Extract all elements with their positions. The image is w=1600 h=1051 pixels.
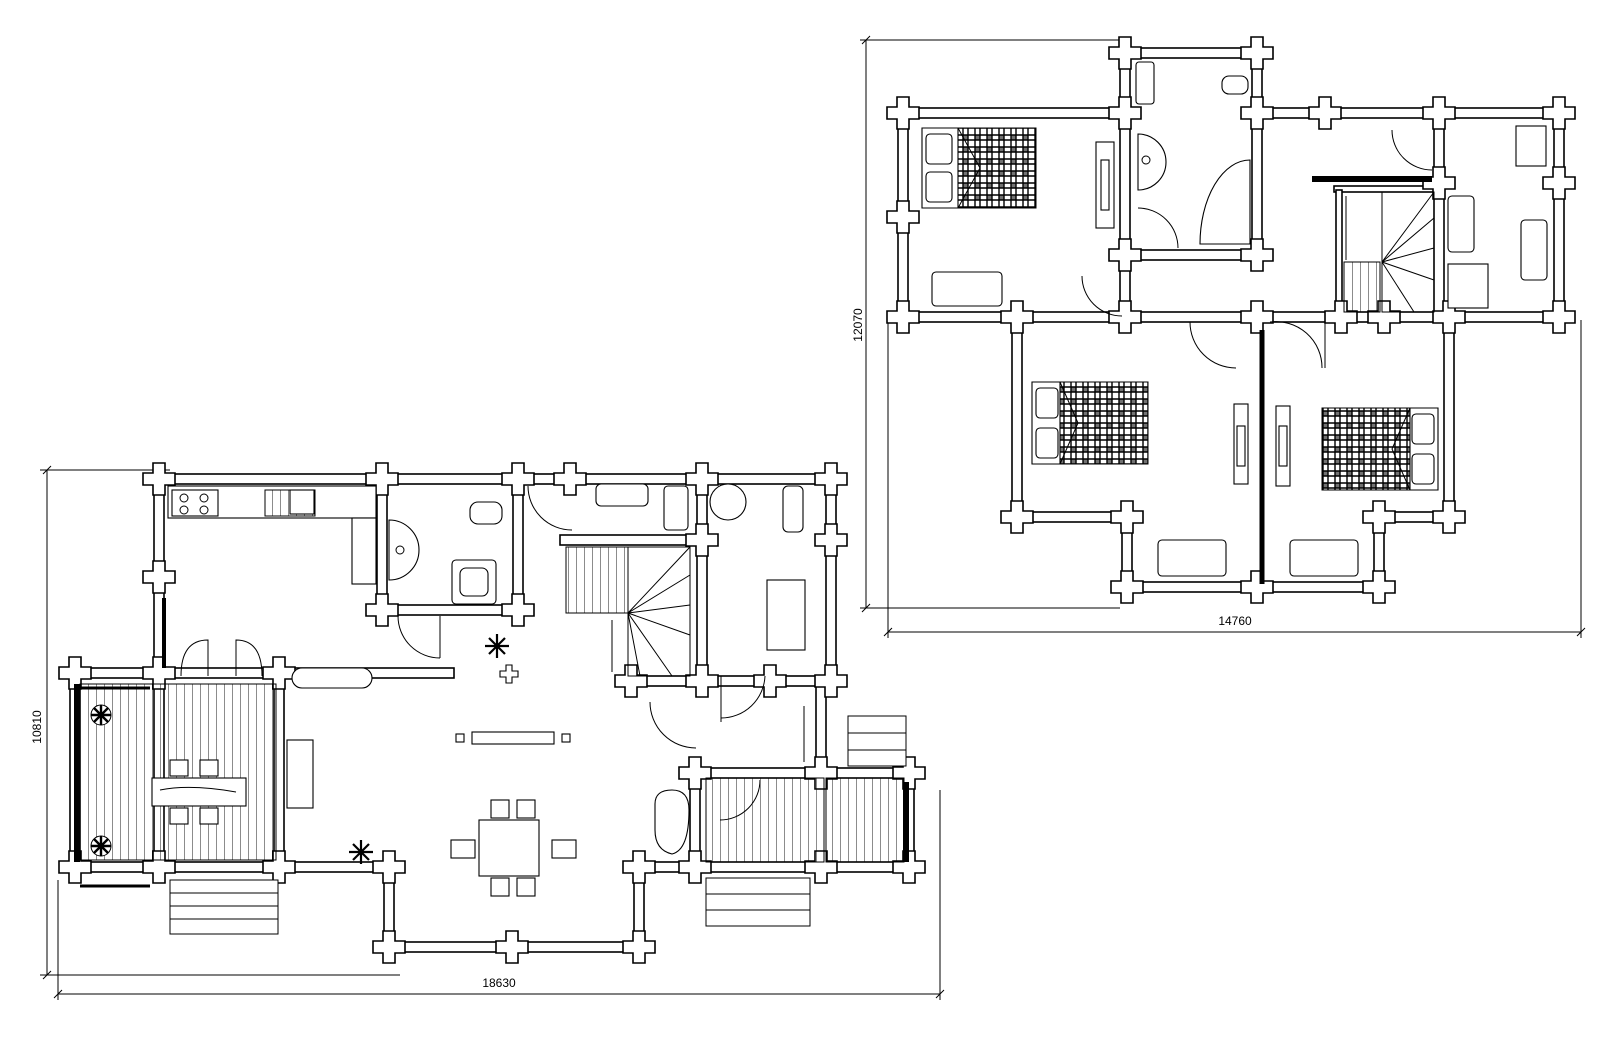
upper-floor-height-label: 12070 <box>851 308 865 342</box>
upper-floor-plan: 14760 12070 <box>851 35 1586 638</box>
ground-floor-plan: 18630 10810 <box>30 462 945 1000</box>
utility-room <box>595 483 806 762</box>
plant-icon <box>90 835 112 857</box>
plant-icon <box>90 704 112 726</box>
kitchen <box>162 485 377 668</box>
upper-staircase <box>1312 129 1435 313</box>
ground-floor-width-dimension: 18630 <box>53 790 945 1000</box>
upper-floor-width-label: 14760 <box>1218 614 1252 628</box>
ground-bathroom <box>388 501 503 659</box>
left-terrace <box>74 683 279 935</box>
ground-floor-height-label: 10810 <box>30 710 44 744</box>
upper-bathroom <box>1135 61 1251 249</box>
living-room <box>180 639 690 897</box>
ground-floor-height-dimension: 10810 <box>30 465 400 980</box>
plant-icon <box>485 634 509 658</box>
bedroom-top-left <box>921 127 1115 307</box>
bedroom-bottom-left <box>1031 381 1249 577</box>
bedroom-bottom-right <box>1275 405 1439 577</box>
ground-staircase <box>527 485 691 677</box>
entrance-porch <box>705 715 909 927</box>
upper-floor-height-dimension: 12070 <box>851 35 1120 613</box>
upper-corridor-doors <box>1081 275 1326 369</box>
upper-floor-width-dimension: 14760 <box>883 320 1586 638</box>
upper-top-right-room <box>1447 125 1548 309</box>
plant-icon <box>349 840 373 864</box>
ground-floor-width-label: 18630 <box>482 976 516 990</box>
